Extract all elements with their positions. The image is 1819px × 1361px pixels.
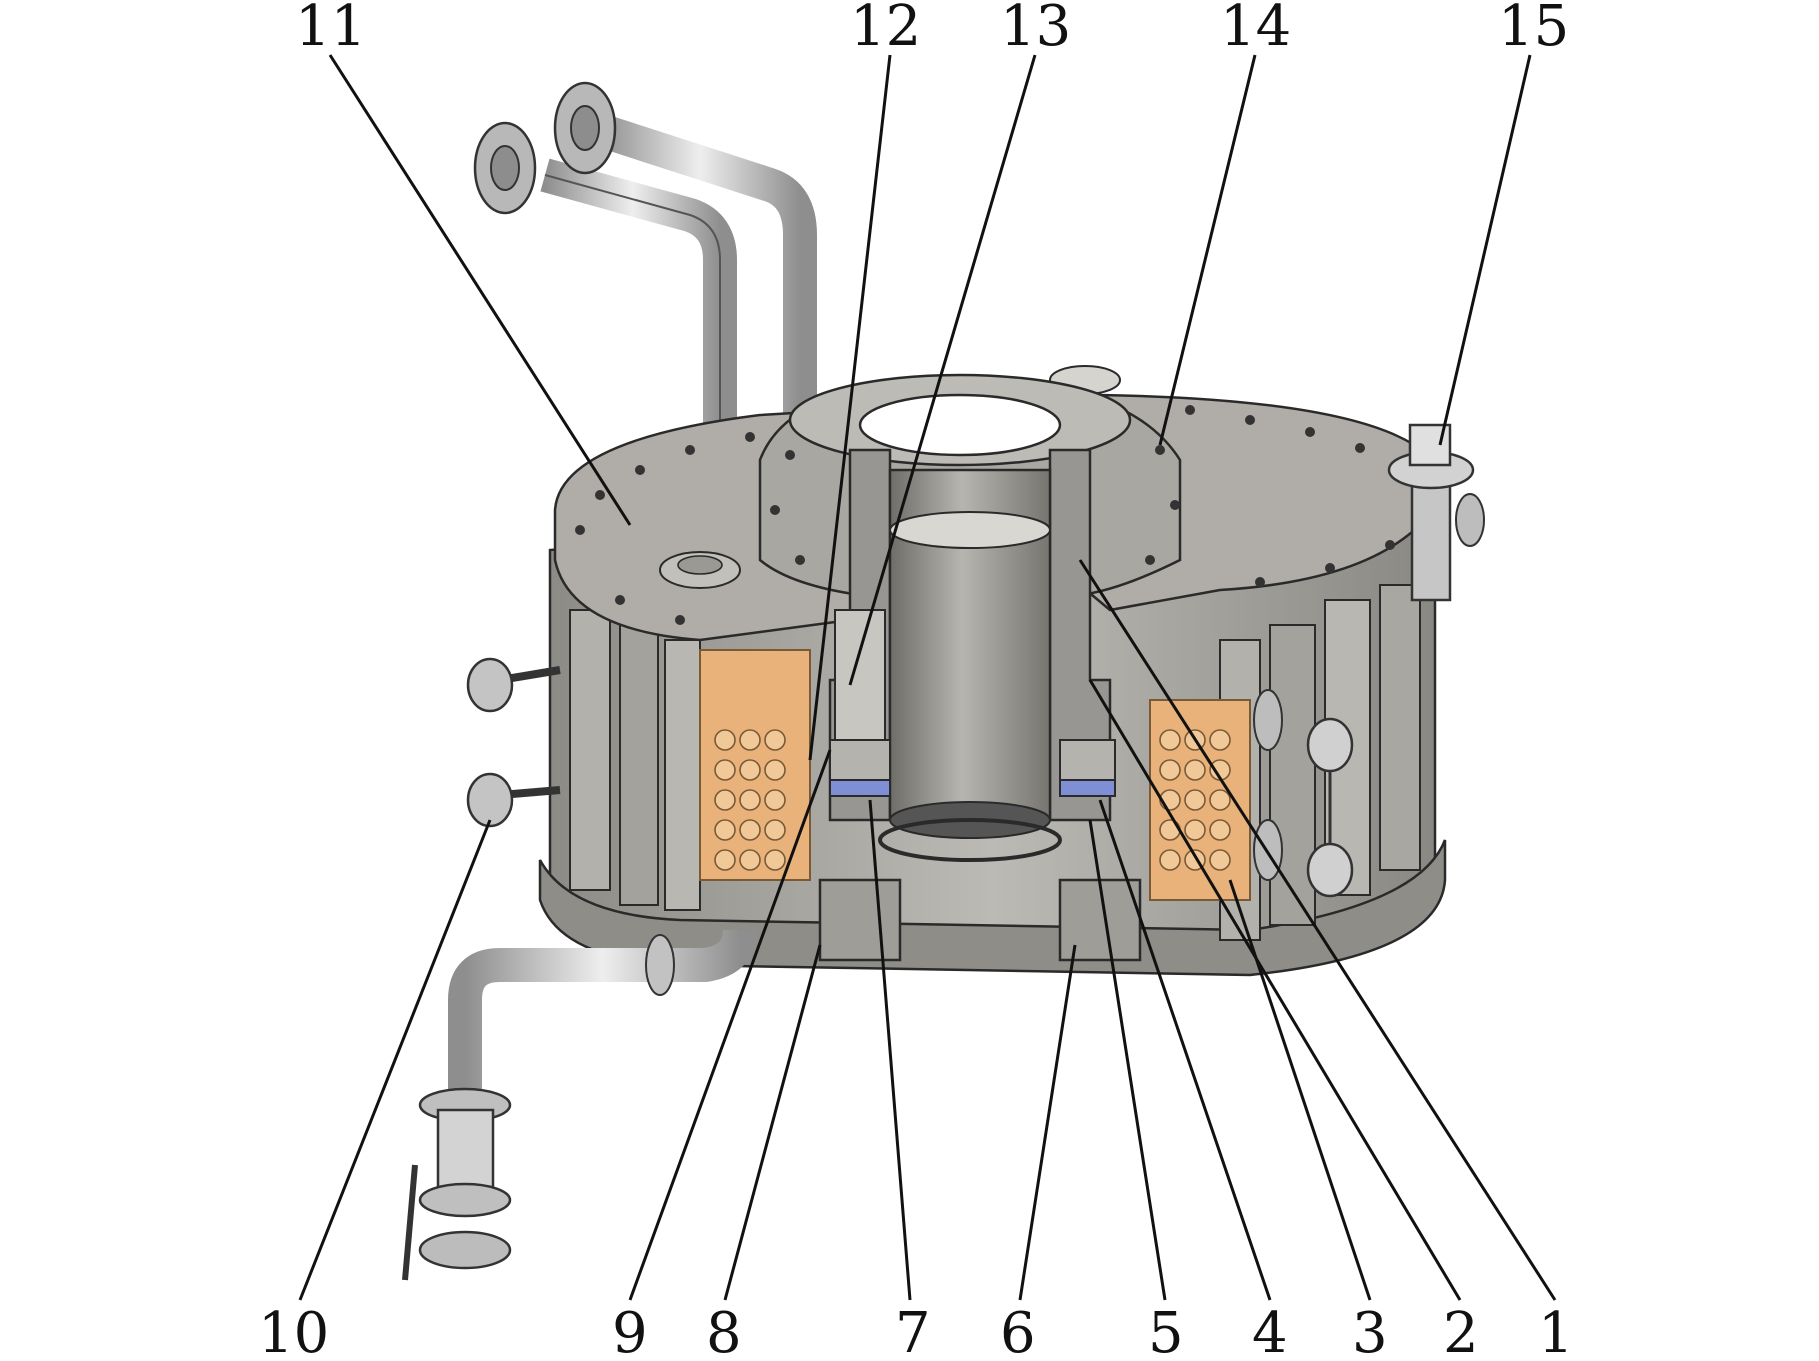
leader-14 — [1158, 54, 1257, 446]
callout-14: 14 — [1220, 0, 1291, 59]
leader-9 — [628, 749, 832, 1301]
callout-4: 4 — [1252, 1301, 1288, 1361]
drain-pipe — [402, 928, 757, 1281]
callout-3: 3 — [1352, 1301, 1388, 1361]
callout-10: 10 — [258, 1301, 329, 1361]
callout-9: 9 — [612, 1301, 648, 1361]
callout-7: 7 — [895, 1301, 931, 1361]
leader-3 — [1228, 879, 1372, 1301]
cutaway-section — [818, 448, 1142, 962]
right-gauges — [1253, 689, 1354, 898]
leader-7 — [868, 799, 912, 1301]
callout-8: 8 — [706, 1301, 742, 1361]
callout-11: 11 — [295, 0, 366, 59]
leader-10 — [298, 819, 492, 1301]
callout-1: 1 — [1538, 1301, 1574, 1361]
leader-13 — [848, 54, 1037, 686]
callout-2: 2 — [1443, 1301, 1479, 1361]
callout-15: 15 — [1498, 0, 1569, 59]
leader-5 — [1088, 819, 1167, 1301]
top-right-valve — [1387, 423, 1485, 602]
coil-pack-left — [699, 649, 811, 881]
callout-12: 12 — [850, 0, 921, 59]
top-pipes — [473, 81, 840, 483]
leader-lines — [298, 54, 1557, 1301]
callout-labels: 11 12 13 14 15 10 9 8 7 6 5 4 3 2 1 — [258, 0, 1574, 1361]
callout-13: 13 — [1000, 0, 1071, 59]
leader-6 — [1018, 944, 1077, 1301]
leader-8 — [723, 944, 822, 1301]
leader-12 — [808, 54, 892, 761]
leader-11 — [328, 54, 632, 526]
leader-4 — [1098, 799, 1272, 1301]
left-sensors — [466, 657, 561, 828]
leader-15 — [1438, 54, 1532, 446]
leader-2 — [1088, 679, 1462, 1301]
callout-5: 5 — [1148, 1301, 1184, 1361]
callout-6: 6 — [1000, 1301, 1036, 1361]
leader-1 — [1078, 559, 1557, 1301]
